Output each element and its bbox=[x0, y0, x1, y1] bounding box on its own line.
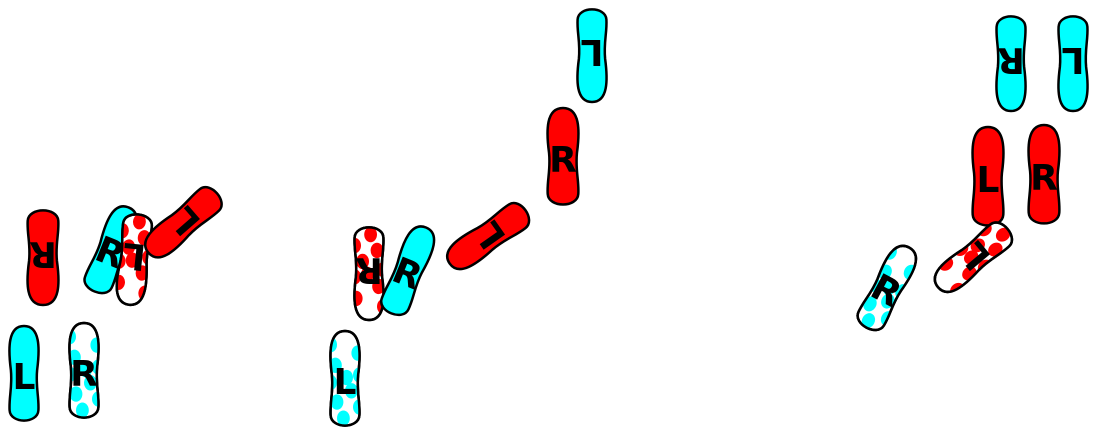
footprint-right: R bbox=[26, 209, 60, 307]
foot-letter: L bbox=[334, 362, 357, 403]
foot-shape bbox=[380, 225, 436, 316]
foot-shape bbox=[995, 15, 1027, 113]
footprint-left: L bbox=[576, 8, 608, 104]
foot-letter: R bbox=[1030, 158, 1058, 199]
footprint-left: L bbox=[446, 201, 531, 271]
footprint-right: R bbox=[68, 321, 100, 419]
footprint-right: R bbox=[856, 244, 918, 332]
footprint-right: R bbox=[995, 15, 1027, 113]
foot-letter: L bbox=[581, 31, 604, 72]
foot-letter: R bbox=[997, 39, 1025, 80]
footprint-left: L bbox=[933, 221, 1014, 297]
footprint-left: L bbox=[8, 324, 40, 422]
footprint-right: R bbox=[1027, 123, 1061, 225]
foot-shape bbox=[143, 185, 223, 259]
foot-shape bbox=[446, 201, 531, 271]
footprint-left: L bbox=[971, 125, 1005, 227]
footprint-left: L bbox=[1057, 15, 1089, 113]
foot-letter: R bbox=[70, 354, 98, 395]
footprint-right: R bbox=[380, 225, 436, 316]
foot-letter: L bbox=[1062, 39, 1085, 80]
foot-letter: L bbox=[121, 234, 148, 277]
foot-shape bbox=[8, 324, 40, 422]
foot-shape bbox=[1027, 123, 1061, 225]
foot-shape bbox=[576, 8, 608, 104]
footprint-right: R bbox=[546, 106, 580, 206]
foot-letter: R bbox=[29, 233, 57, 274]
foot-shape bbox=[1057, 15, 1089, 113]
foot-letter: R bbox=[355, 249, 383, 290]
foot-shape bbox=[546, 106, 580, 206]
footprint-left: L bbox=[329, 329, 361, 427]
foot-shape bbox=[26, 209, 60, 307]
foot-letter: L bbox=[977, 160, 1000, 201]
foot-letter: R bbox=[549, 140, 577, 181]
foot-letter: L bbox=[13, 357, 36, 398]
